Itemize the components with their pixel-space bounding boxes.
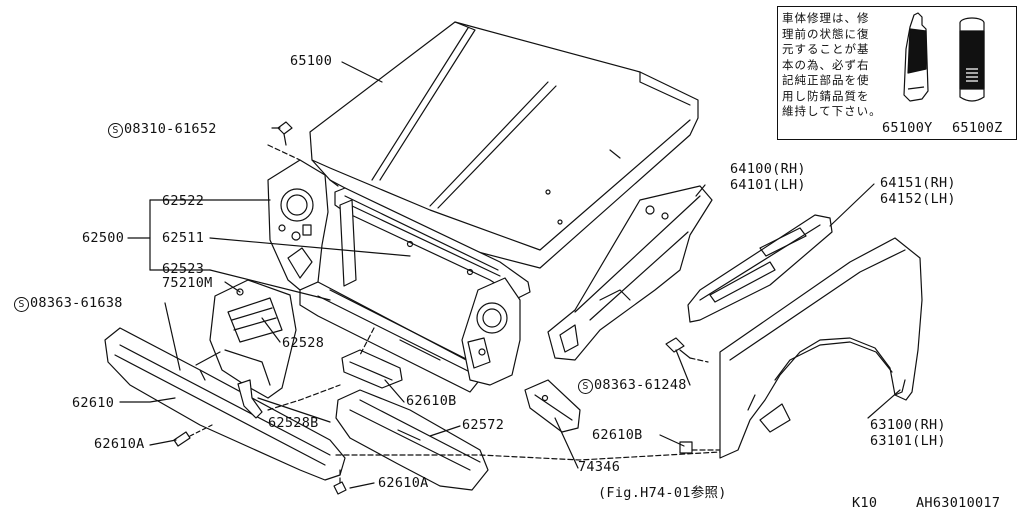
label-clip-a: 62610A <box>378 475 429 491</box>
label-bracket-b: 62528B <box>268 415 319 431</box>
label-hood: 65100 <box>290 53 333 69</box>
core-support-drawing <box>268 160 530 392</box>
label-splash-guard-ref: (Fig.H74-01参照) <box>598 485 727 501</box>
anticorrosion-note-box: 車体修理は、修 理前の状態に復 元することが基 本の為、必ず右 記純正部品を使 … <box>777 6 1017 140</box>
hood-drawing <box>310 22 698 268</box>
hoodledge-drawing <box>548 186 712 360</box>
label-bracket: 62528 <box>282 335 325 351</box>
label-fender-bolt-text: 08363-61248 <box>594 377 687 393</box>
footer-model: K10 <box>852 495 878 511</box>
label-bumper-clip: 62610A <box>94 436 145 452</box>
label-hoodledge-rh: 64100(RH) <box>730 161 806 177</box>
label-fender-rail-lh: 64152(LH) <box>880 191 956 207</box>
note-line: 元することが基 <box>782 42 870 56</box>
label-left-bolt-text: 08363-61638 <box>30 295 123 311</box>
label-support-upper: 62522 <box>162 193 205 209</box>
footer-figure-number: AH63010017 <box>916 495 1001 511</box>
fender-bolt-drawing <box>666 338 690 358</box>
label-support-sub: 75210M <box>162 275 213 291</box>
label-clip-b: 62610B <box>406 393 457 409</box>
note-line: 本の為、必ず右 <box>782 57 870 72</box>
screw-symbol-icon: S <box>108 123 123 138</box>
note-line: 理前の状態に復 <box>782 26 870 41</box>
label-bumper-reinforce: 62610 <box>72 395 115 411</box>
label-splash-shield: 62572 <box>462 417 505 433</box>
clip-b-drawing <box>342 350 402 388</box>
note-line: 記純正部品を使 <box>782 73 870 87</box>
note-line: 車体修理は、修 <box>782 11 870 25</box>
label-support-assembly: 62500 <box>82 230 125 246</box>
fender-rail-drawing <box>688 215 832 322</box>
label-hoodledge-lh: 64101(LH) <box>730 177 806 193</box>
fender-drawing <box>720 238 922 458</box>
sealant-tube-icon <box>903 12 929 102</box>
note-line: 維持して下さい。 <box>782 104 882 118</box>
label-fender-lh: 63101(LH) <box>870 433 946 449</box>
label-splash-guard: 74346 <box>578 459 621 475</box>
note-line: 用し防錆品質を <box>782 88 870 103</box>
splash-shield-drawing <box>336 390 488 490</box>
spray-can-icon <box>959 17 985 102</box>
label-fender-rail-rh: 64151(RH) <box>880 175 956 191</box>
label-clip-b2: 62610B <box>592 427 643 443</box>
dashed-assembly-lines <box>267 327 721 485</box>
clip-b2-drawing <box>680 442 692 453</box>
note-text: 車体修理は、修 理前の状態に復 元することが基 本の為、必ず右 記純正部品を使 … <box>782 11 900 120</box>
bottom-clip-drawing <box>334 482 346 494</box>
label-support-center: 62511 <box>162 230 205 246</box>
small-bracket-drawing <box>238 380 262 418</box>
label-hood-bolt-text: 08310-61652 <box>124 121 217 137</box>
note-code-sealant: 65100Y <box>882 120 933 136</box>
label-support-lower: 62523 <box>162 261 205 277</box>
hood-bolt-drawing <box>278 122 292 145</box>
splash-guard-drawing <box>525 380 580 432</box>
note-code-spray: 65100Z <box>952 120 1003 136</box>
screw-symbol-icon: S <box>578 379 593 394</box>
bumper-reinforcement-drawing <box>105 328 345 480</box>
label-fender-rh: 63100(RH) <box>870 417 946 433</box>
leader-lines <box>119 61 901 489</box>
screw-symbol-icon: S <box>14 297 29 312</box>
note-products-drawing <box>903 12 985 102</box>
